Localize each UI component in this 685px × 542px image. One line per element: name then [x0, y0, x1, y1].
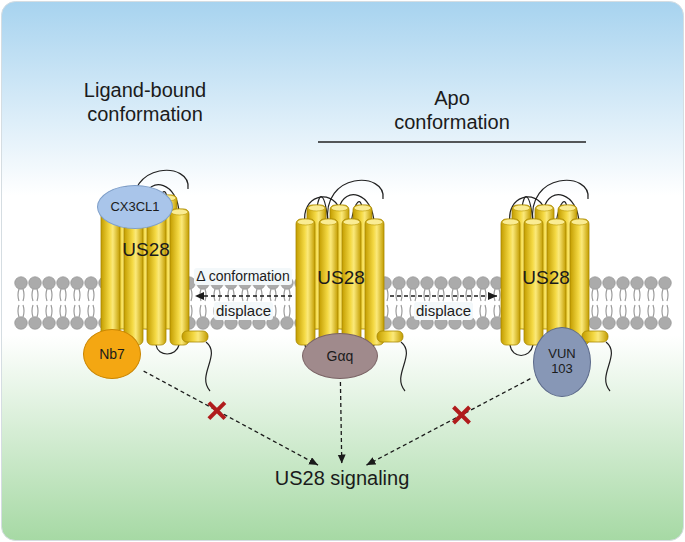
loop-line: [206, 342, 212, 391]
helix-top: [171, 209, 188, 215]
column-heading: Apo conformation: [387, 86, 517, 134]
column-heading: Ligand-bound conformation: [70, 78, 220, 126]
helix-8: [182, 331, 208, 342]
helix-top: [297, 219, 314, 225]
helix-top: [331, 205, 348, 211]
node-text: US28: [120, 239, 172, 261]
helix: [365, 219, 384, 345]
dashed-arrow: [144, 371, 318, 465]
helix: [101, 209, 120, 345]
group-bracket: [318, 141, 586, 142]
helix: [296, 219, 315, 345]
node-text: Nb7: [99, 346, 125, 362]
helix: [124, 209, 143, 345]
node-text: US28 signaling: [275, 467, 410, 490]
helix-top: [320, 219, 337, 225]
helix-8: [582, 331, 608, 342]
loop-line: [510, 345, 533, 356]
helix-top: [308, 205, 325, 211]
dashed-arrow: [195, 295, 292, 296]
block-cross: [209, 403, 225, 419]
helix-top: [536, 205, 553, 211]
dashed-arrow: [366, 379, 530, 465]
loop-line: [606, 342, 612, 391]
helix-top: [366, 219, 383, 225]
helix: [170, 209, 189, 345]
node-text: VUN 103: [545, 347, 579, 377]
node-text: US28: [315, 267, 367, 289]
node-text: Gαq: [327, 348, 354, 364]
helix-top: [354, 205, 371, 211]
edge-label: displace: [414, 302, 473, 320]
helix: [147, 209, 166, 345]
helix-top: [559, 205, 576, 211]
helix-8: [377, 331, 403, 342]
loop-line: [156, 345, 179, 354]
helix: [501, 219, 520, 345]
helix-top: [502, 219, 519, 225]
helix-top: [343, 219, 360, 225]
node-text: US28: [520, 267, 572, 289]
nanobody-oval: Nb7: [83, 329, 141, 379]
g-protein-oval: Gαq: [302, 333, 378, 379]
helix-top: [571, 219, 588, 225]
dashed-arrow: [390, 295, 497, 296]
block-cross: [454, 407, 470, 423]
helix: [570, 219, 589, 345]
receptor-bundle: US28: [295, 205, 387, 345]
helix-top: [525, 219, 542, 225]
change-note: Δ conformation: [194, 268, 291, 285]
chemokine-oval: CX3CL1: [97, 185, 173, 229]
nanobody-oval: VUN 103: [533, 327, 591, 397]
helix-top: [513, 205, 530, 211]
dashed-arrow: [340, 382, 341, 464]
helix-top: [548, 219, 565, 225]
loop-line: [401, 342, 407, 391]
edge-label: displace: [214, 302, 273, 320]
receptor-bundle: US28: [500, 205, 592, 345]
outcome-text: US28 signaling: [275, 467, 410, 490]
node-text: CX3CL1: [110, 200, 159, 215]
